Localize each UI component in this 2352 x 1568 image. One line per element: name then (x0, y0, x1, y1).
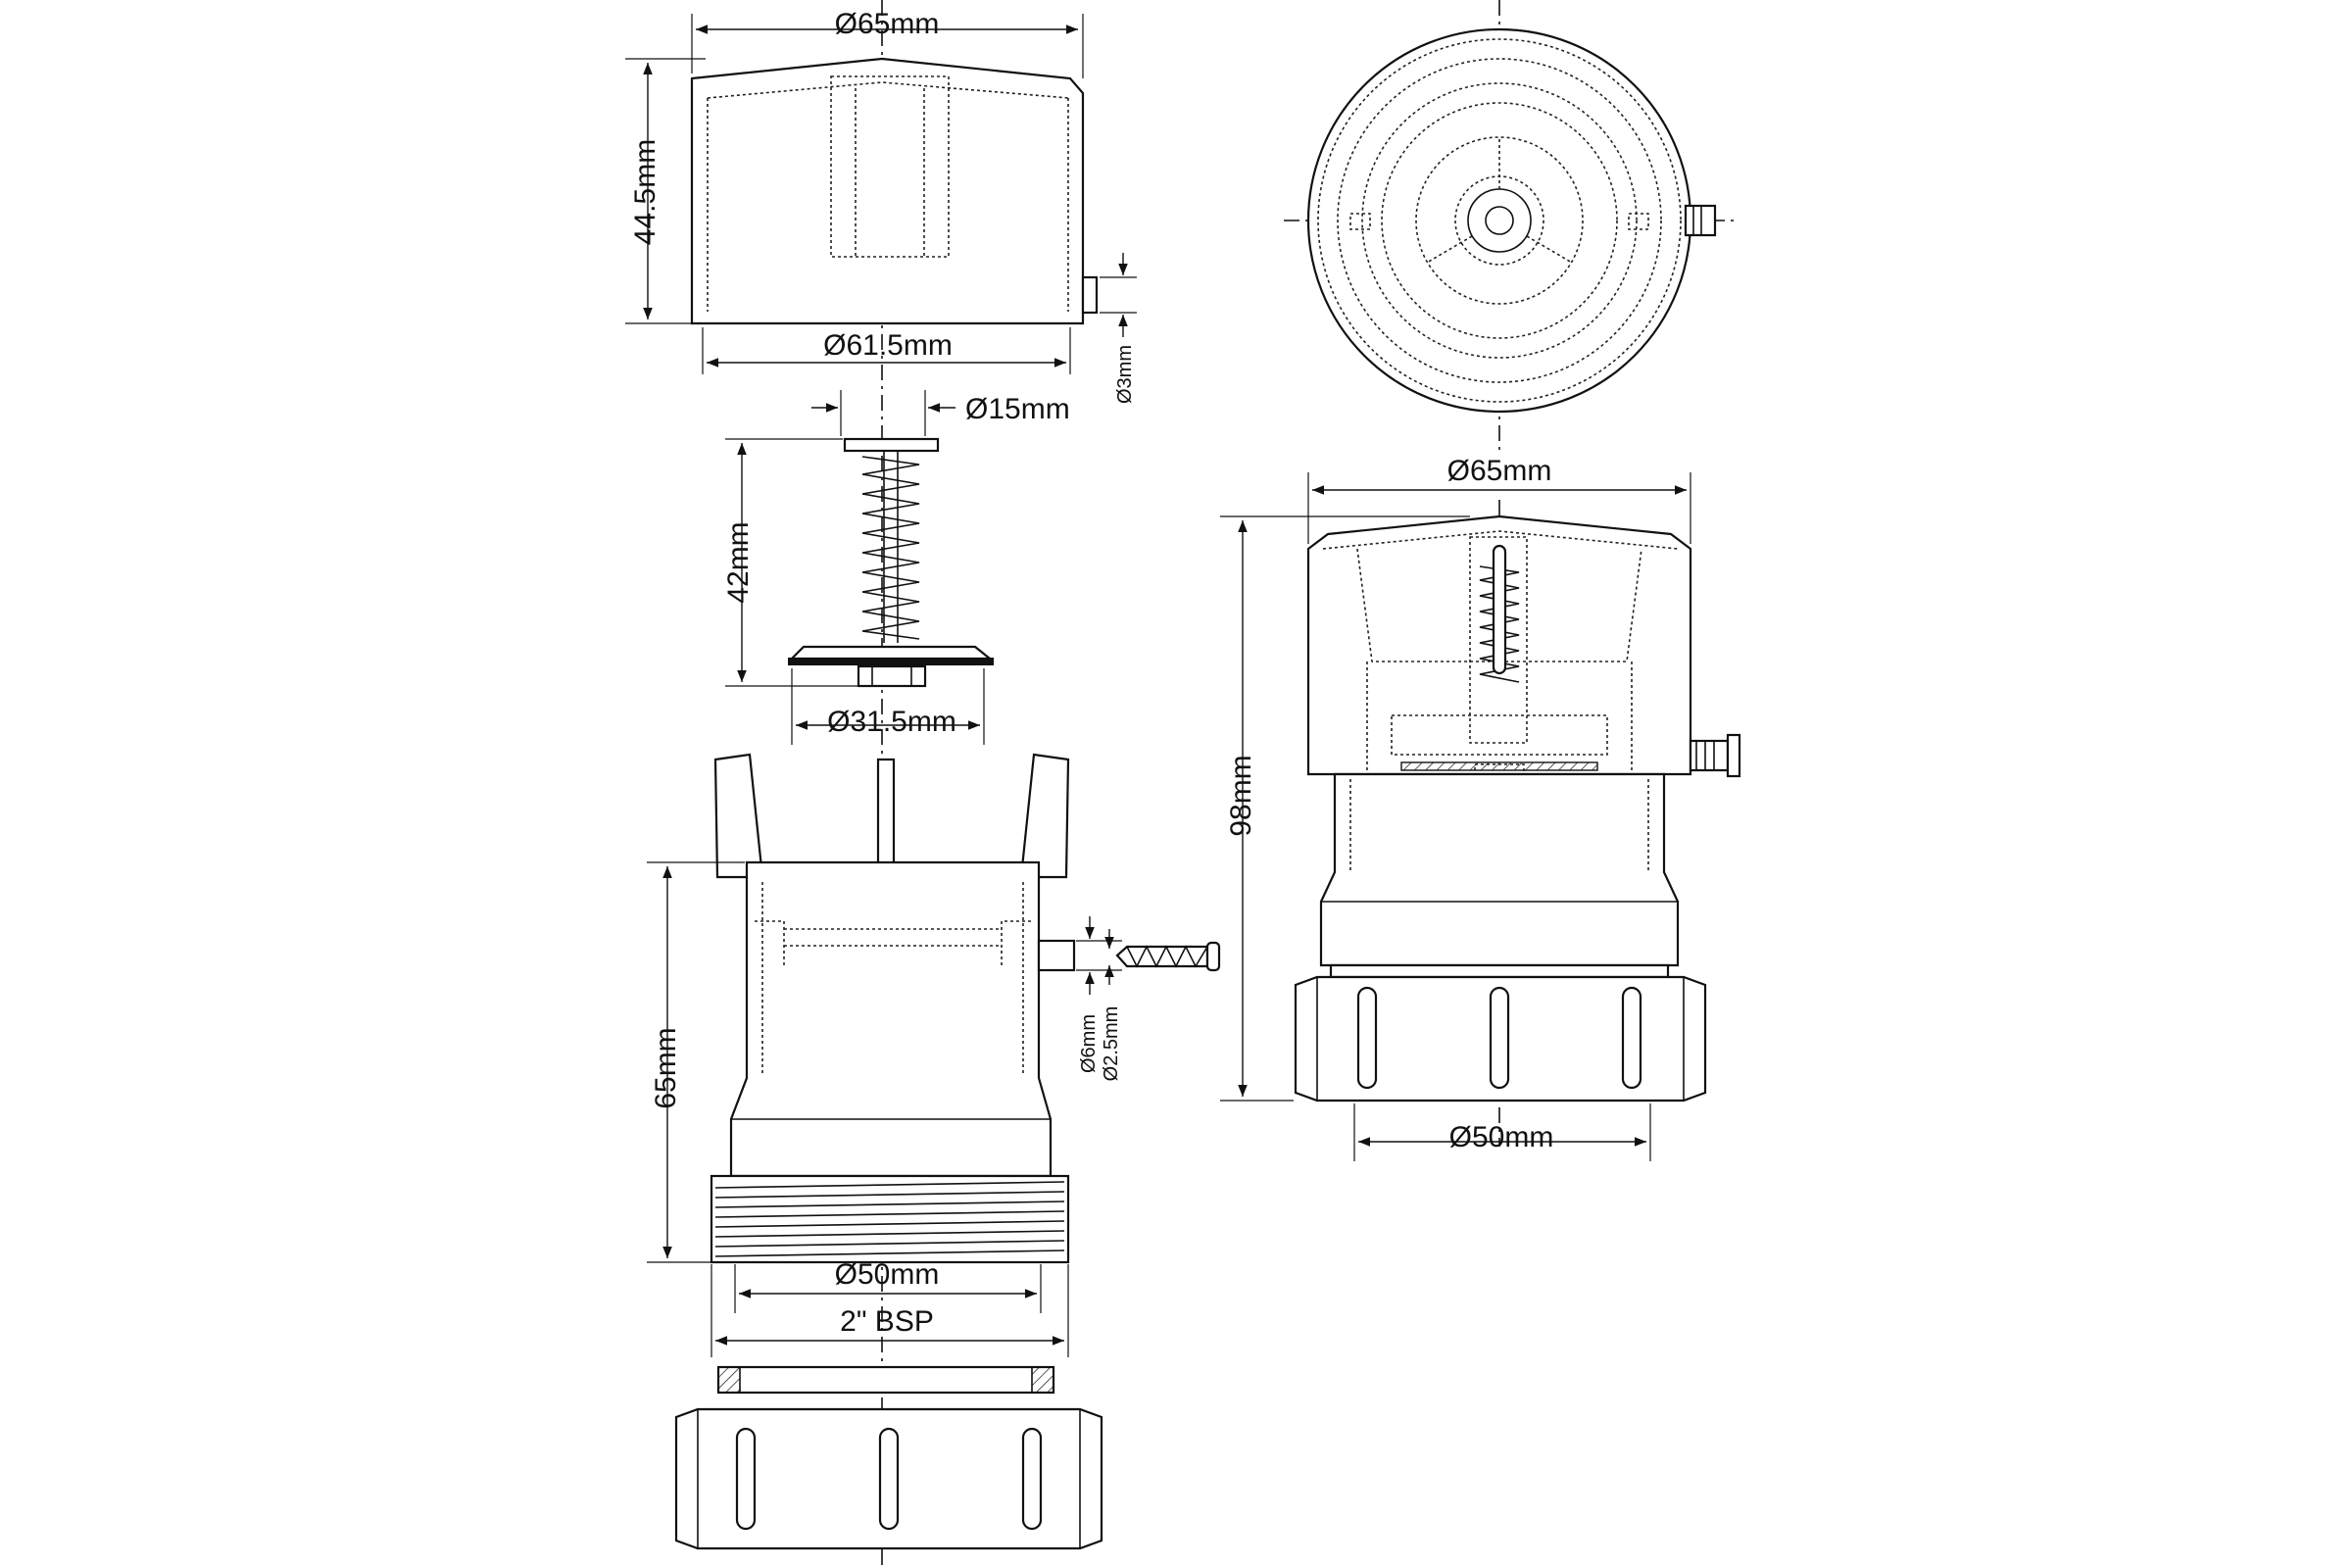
cap-vent-pin (1081, 275, 1099, 315)
assembled-height-label: 98mm (1225, 755, 1257, 836)
cap-part (690, 57, 1099, 325)
spring-head-diameter-label: Ø15mm (965, 393, 1070, 425)
valve-disc-diameter-label: Ø31.5mm (827, 706, 956, 738)
sealing-washer (716, 1365, 1055, 1395)
fixing-screw (1115, 941, 1221, 972)
assembled-view (1294, 514, 1741, 1102)
cap-height-label: 44.5mm (629, 139, 662, 245)
spring-dimensions: Ø15mm 42mm Ø31.5mm (722, 390, 1070, 745)
body-height-label: 65mm (650, 1027, 682, 1108)
cap-dimensions: Ø65mm 44.5mm Ø61.5mm Ø3mm (625, 8, 1137, 404)
body-dimensions: 65mm Ø6mm Ø2.5mm Ø50mm 2" BSP (647, 861, 1122, 1357)
compression-nut (674, 1407, 1103, 1550)
spring-valve-part (788, 437, 994, 688)
assembled-outlet-diameter-label: Ø50mm (1449, 1121, 1554, 1153)
cap-outer-diameter-label: Ø65mm (835, 8, 940, 40)
top-view (1306, 27, 1717, 414)
valve-seal-disc (788, 658, 994, 665)
valve-body-part (710, 753, 1076, 1264)
valve-spring (861, 456, 920, 640)
thread-section (710, 1174, 1070, 1264)
screw-outer-diameter-label: Ø6mm (1078, 1014, 1100, 1073)
body-outlet-diameter-label: Ø50mm (835, 1258, 940, 1291)
assembled-cap-diameter-label: Ø65mm (1447, 455, 1552, 487)
screw-inner-diameter-label: Ø2.5mm (1101, 1006, 1122, 1082)
cap-inner-diameter-label: Ø61.5mm (823, 329, 953, 362)
body-side-port (1037, 939, 1076, 972)
top-view-vent-pin (1684, 204, 1717, 237)
thread-size-label: 2" BSP (840, 1305, 934, 1338)
thread-lines (714, 1181, 1065, 1257)
assembled-dimensions: Ø65mm 98mm Ø50mm (1220, 455, 1691, 1161)
spring-length-label: 42mm (722, 521, 755, 603)
vent-pin-diameter-label: Ø3mm (1114, 345, 1136, 404)
